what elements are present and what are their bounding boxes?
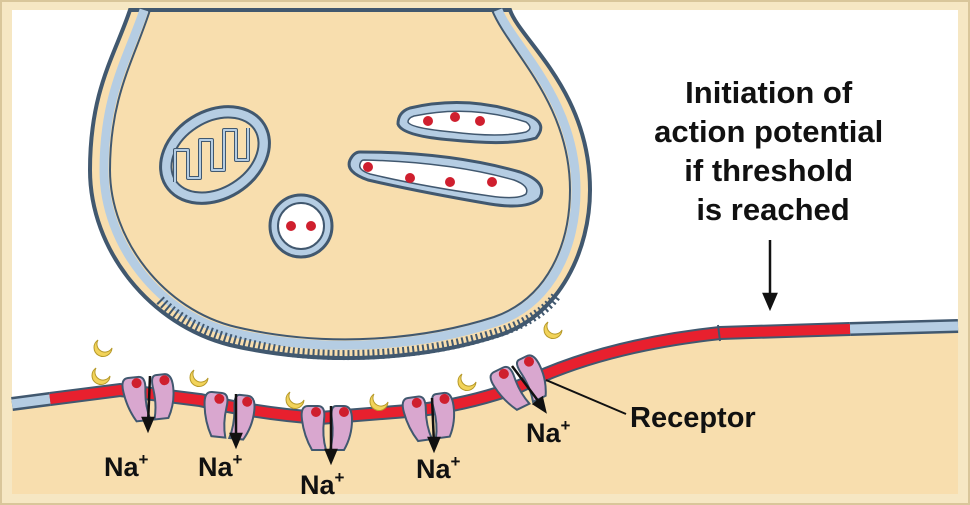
neurotransmitter-dot: [450, 112, 460, 122]
receptor-leader-line: [545, 379, 627, 415]
neurotransmitter-dot: [423, 116, 433, 126]
sodium-influx-arrows: [141, 365, 547, 466]
na-arrow: [427, 397, 441, 454]
initiation-line-1: Initiation of: [685, 75, 853, 110]
neurotransmitter-dot: [306, 221, 316, 231]
neurotransmitter-dot: [405, 173, 415, 183]
receptor-label: Receptor: [630, 402, 756, 434]
neurotransmitter-molecule: [93, 339, 113, 357]
neurotransmitter-dot: [487, 177, 497, 187]
neurotransmitter-dot: [475, 116, 485, 126]
neurotransmitter-dot: [286, 221, 296, 231]
neurotransmitter-molecule: [543, 321, 563, 339]
initiation-arrow: [762, 240, 778, 312]
na-arrow: [229, 394, 243, 450]
neurotransmitter-molecule: [457, 373, 477, 391]
neurotransmitter-dot: [445, 177, 455, 187]
neurotransmitter-molecule: [369, 393, 389, 411]
na-label: Na+: [416, 452, 461, 484]
active-zone-membrane: [156, 293, 561, 361]
presynaptic-membrane-edge: [108, 9, 572, 341]
neurotransmitter-molecule: [285, 391, 305, 409]
neurotransmitter-dot: [363, 162, 373, 172]
na-label: Na+: [104, 450, 149, 482]
na-label: Na+: [526, 416, 571, 448]
na-labels: Na+ Na+ Na+ Na+ Na+: [104, 416, 571, 500]
receptor-channel: [121, 373, 175, 423]
receptor-channel: [489, 354, 547, 411]
membrane-segment-divider: [717, 324, 721, 342]
receptor-channel: [401, 391, 456, 443]
mitochondrion: [159, 105, 271, 205]
neurotransmitters: [91, 321, 563, 411]
endoplasmic-reticulum-upper: [396, 101, 543, 145]
postsynaptic-cytoplasm: [12, 332, 958, 494]
synaptic-vesicle: [268, 193, 334, 259]
na-label: Na+: [198, 450, 243, 482]
initiation-label: Initiation of action potential if thresh…: [654, 75, 892, 227]
na-arrow: [511, 365, 547, 414]
na-arrow: [324, 406, 338, 466]
endoplasmic-reticulum-lower: [347, 150, 544, 208]
initiation-line-2: action potential: [654, 114, 883, 149]
neurotransmitter-molecule: [91, 367, 111, 385]
neurotransmitter-molecule: [189, 369, 209, 387]
initiation-line-3: if threshold: [684, 153, 853, 188]
presynaptic-membrane-inner: [99, 8, 581, 350]
na-arrow: [141, 375, 155, 434]
na-label: Na+: [300, 468, 345, 500]
initiation-line-4: is reached: [696, 192, 849, 227]
